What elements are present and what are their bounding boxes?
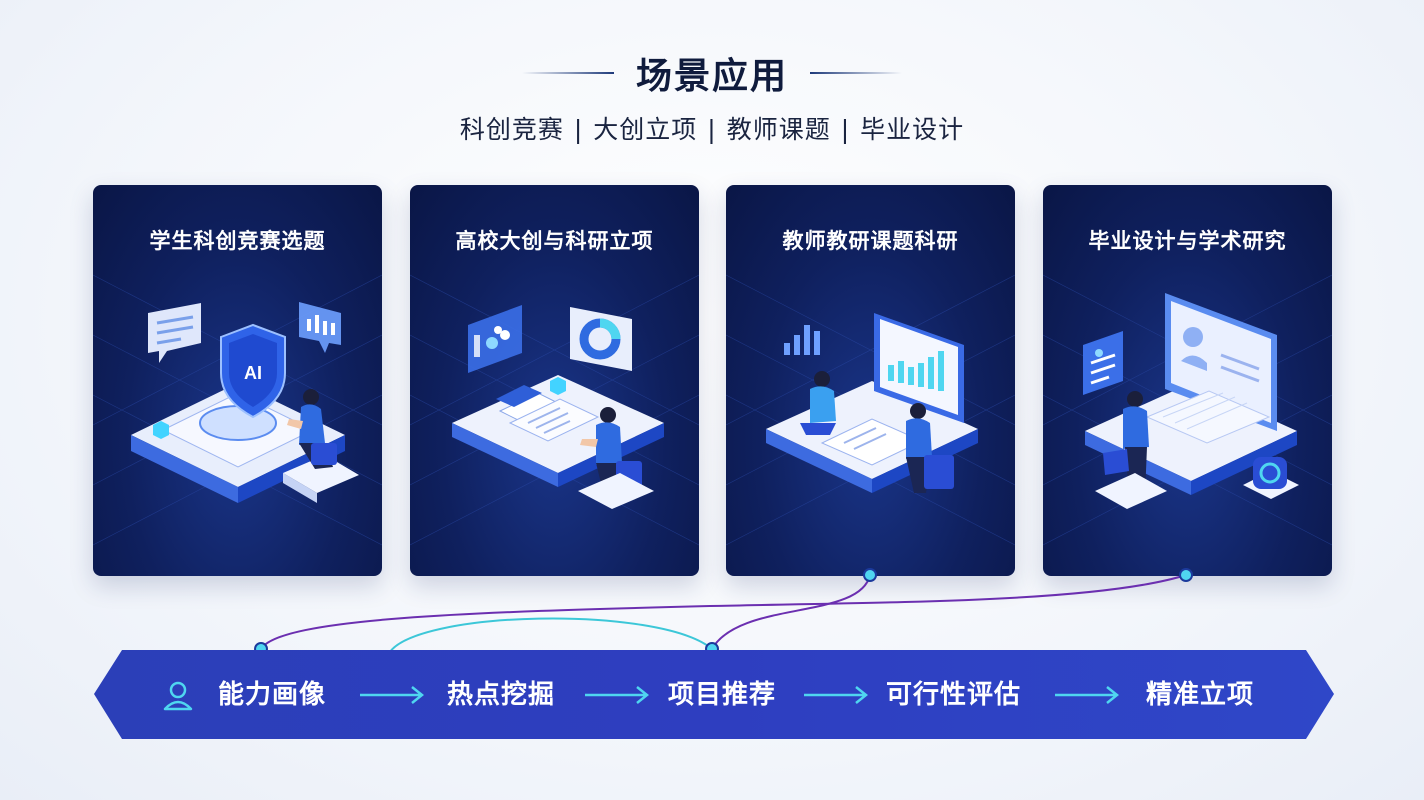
arrow-right-icon: [360, 686, 425, 704]
subtitle-item: 科创竞赛: [459, 115, 564, 144]
card-title: 教师教研课题科研: [782, 229, 959, 253]
card-title: 高校大创与科研立项: [455, 229, 654, 253]
flow-step: 热点挖掘: [447, 680, 556, 710]
ai-badge-text: AI: [244, 363, 262, 383]
process-banner: [94, 650, 1334, 739]
banner-background: [94, 650, 1334, 739]
user-icon: [163, 681, 193, 711]
arrow-right-icon: [1055, 686, 1120, 704]
subtitle-item: 毕业设计: [860, 115, 965, 144]
title-divider-right: [810, 72, 902, 74]
scenario-card-graduation-design: 毕业设计与学术研究: [1043, 185, 1332, 576]
flow-step: 精准立项: [1146, 680, 1255, 710]
subtitle: 科创竞赛 | 大创立项 | 教师课题 | 毕业设计: [0, 110, 1424, 146]
innovation-project-illustration: [410, 274, 699, 546]
subtitle-separator: |: [573, 115, 584, 144]
connector-line-purple: [711, 574, 871, 650]
subtitle-separator: |: [707, 115, 717, 144]
subtitle-separator: |: [840, 115, 851, 144]
arrow-right-icon: [804, 686, 869, 704]
page-title: 场景应用: [635, 56, 788, 97]
graduation-design-illustration: [1043, 274, 1332, 546]
subtitle-item: 大创立项: [593, 115, 698, 144]
scenario-card-competition: AI 学生科创竞赛选题: [93, 185, 382, 576]
flow-step: 可行性评估: [886, 680, 1022, 710]
card-title: 学生科创竞赛选题: [149, 229, 326, 253]
competition-illustration: AI: [93, 274, 382, 546]
subtitle-item: 教师课题: [726, 115, 831, 144]
arrow-right-icon: [585, 686, 650, 704]
connector-line-purple: [260, 574, 1187, 650]
title-row: 场景应用: [0, 48, 1424, 98]
teacher-research-illustration: [726, 274, 1015, 546]
title-divider-left: [521, 72, 614, 74]
scenario-card-innovation-project: 高校大创与科研立项: [410, 185, 699, 576]
scenario-card-teacher-research: 教师教研课题科研: [726, 185, 1015, 576]
flow-step: 能力画像: [218, 680, 327, 710]
card-title: 毕业设计与学术研究: [1088, 229, 1287, 253]
flow-step: 项目推荐: [668, 680, 777, 710]
